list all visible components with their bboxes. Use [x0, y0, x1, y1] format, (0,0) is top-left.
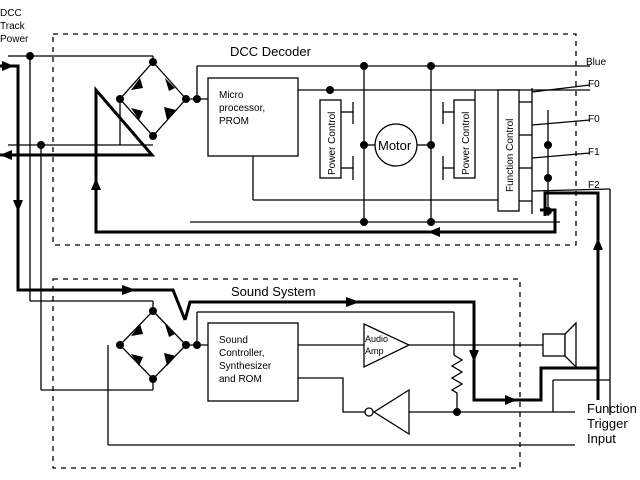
power-control-right-label: Power Control	[461, 112, 472, 175]
sound-controller-block	[207, 322, 299, 402]
current-path-in	[0, 64, 187, 321]
audio-amp-label: Audio Amp	[365, 334, 391, 356]
sound-controller-label: Sound Controller, Synthesizer and ROM	[219, 335, 274, 385]
dcc-decoder-title: DCC Decoder	[230, 44, 312, 59]
power-control-left	[319, 99, 342, 179]
microprocessor-block	[207, 77, 299, 157]
power-control-right	[453, 99, 476, 179]
motor-label: Motor	[378, 138, 412, 153]
inverter	[372, 388, 410, 436]
inverter-bubble	[364, 407, 374, 417]
power-control-left-label: Power Control	[327, 112, 338, 175]
function-control-label: Function Control	[505, 119, 516, 192]
microprocessor-label: Micro processor, PROM	[219, 90, 268, 127]
audio-amp	[363, 322, 411, 369]
sound-system-enclosure	[52, 278, 521, 469]
function-control-block	[497, 89, 520, 212]
sound-system-title: Sound System	[231, 284, 316, 299]
dcc-decoder-enclosure	[52, 33, 577, 246]
output-labels: Blue F0 F0 F1 F2	[586, 57, 609, 191]
speaker	[542, 333, 566, 357]
track-power-label: DCC Track Power	[0, 8, 29, 45]
sound-bridge-rectifier	[116, 307, 190, 383]
resistor	[450, 354, 464, 412]
function-trigger-label: Function Trigger Input	[587, 401, 640, 446]
